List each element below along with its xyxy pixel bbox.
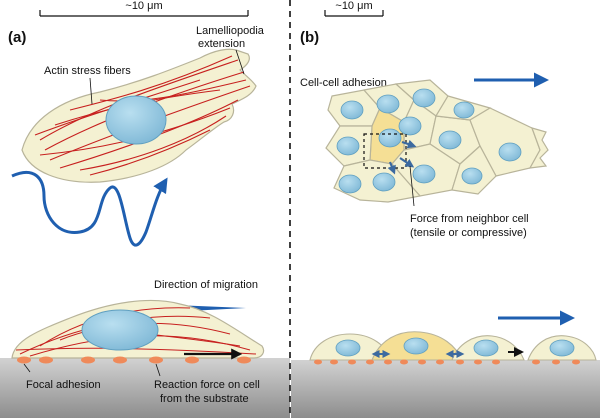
focal-adhesions (17, 356, 251, 364)
migrating-cell-top-view (21, 48, 257, 183)
force-label-line1: Force from neighbor cell (410, 213, 529, 225)
nucleus (105, 95, 167, 145)
lamellipodia-pointer (235, 49, 245, 75)
nucleus-side (81, 309, 159, 351)
force-label-line2: (tensile or compressive) (410, 227, 527, 239)
lamellipodia-label-line2: extension (198, 38, 245, 50)
reaction-label-line1: Reaction force on cell (154, 379, 260, 391)
reaction-label-line2: from the substrate (160, 393, 249, 405)
panel-b: (b) ~10 μm Cell-cell adhesion (291, 0, 600, 418)
panel-b-label: (b) (300, 29, 319, 46)
actin-label: Actin stress fibers (44, 65, 131, 77)
scale-bar-b: ~10 μm (324, 0, 384, 17)
migrating-cell-side-view (11, 299, 265, 359)
side-nuclei (335, 337, 575, 357)
migration-path-arrow (11, 170, 168, 247)
force-pointer (409, 165, 415, 207)
cells-side-view (309, 331, 597, 361)
substrate-b (291, 360, 600, 418)
direction-label: Direction of migration (154, 279, 258, 291)
scale-bar-b-label: ~10 μm (335, 0, 372, 12)
panel-a-label: (a) (8, 29, 26, 46)
focal-label: Focal adhesion (26, 379, 101, 391)
focal-pointer (23, 363, 31, 373)
neighbor-force-arrows (387, 139, 417, 175)
adhesion-box (363, 133, 407, 169)
scale-bar-a: ~10 μm (39, 0, 249, 17)
side-focal-adhesions (314, 359, 580, 365)
substrate-a (0, 358, 290, 418)
scale-bar-a-label: ~10 μm (125, 0, 162, 12)
adhesion-label: Cell-cell adhesion (300, 77, 387, 89)
panel-a: (a) ~10 μm Lam (0, 0, 290, 418)
actin-pointer (89, 77, 93, 105)
lamellipodia-label-line1: Lamelliopodia (196, 25, 265, 37)
cell-nuclei (336, 88, 522, 194)
reaction-pointer (155, 363, 161, 377)
